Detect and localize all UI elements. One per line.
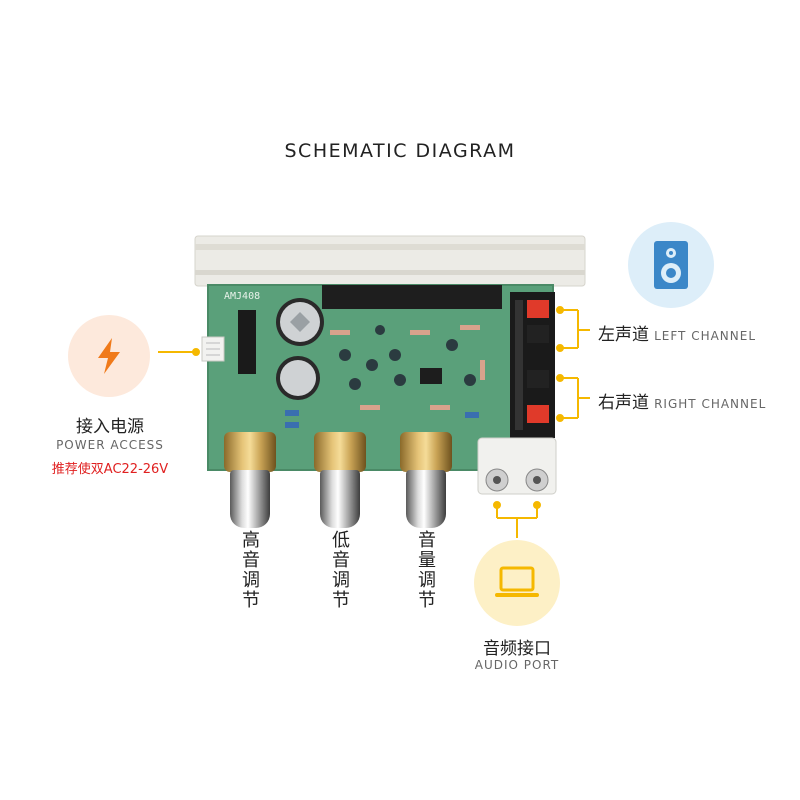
lightning-icon	[98, 338, 120, 374]
volume-potentiometer	[400, 432, 452, 472]
board-silk-label: AMJ408	[224, 291, 261, 302]
amplifier-chip	[322, 285, 502, 309]
right-channel-cn: 右声道	[598, 393, 649, 413]
audio-port-en: AUDIO PORT	[474, 658, 560, 672]
bass-label: 低音调节	[329, 530, 350, 610]
power-voltage-note: 推荐使双AC22-26V	[51, 462, 169, 477]
speaker-icon	[654, 241, 688, 289]
speaker-icon-badge	[628, 222, 714, 308]
right-channel-en: RIGHT CHANNEL	[654, 397, 767, 411]
diagram-title: SCHEMATIC DIAGRAM	[284, 140, 516, 162]
audio-port-icon-badge	[474, 540, 560, 626]
power-label-cn: 接入电源	[76, 417, 144, 437]
power-label-en: POWER ACCESS	[56, 438, 164, 452]
volume-label: 音量调节	[415, 530, 436, 610]
left-channel-en: LEFT CHANNEL	[654, 329, 757, 343]
laptop-icon	[495, 566, 539, 597]
power-icon-badge	[68, 315, 150, 397]
audio-port-cn: 音频接口	[483, 639, 551, 659]
treble-knob[interactable]	[230, 470, 270, 528]
left-channel-label: 左声道 LEFT CHANNEL	[598, 320, 756, 345]
left-channel-cn: 左声道	[598, 325, 649, 345]
right-channel-label: 右声道 RIGHT CHANNEL	[598, 388, 766, 413]
bass-knob[interactable]	[320, 470, 360, 528]
op-amp-chip	[420, 368, 442, 384]
treble-label: 高音调节	[239, 530, 260, 610]
bass-potentiometer	[314, 432, 366, 472]
volume-knob[interactable]	[406, 470, 446, 528]
treble-potentiometer	[224, 432, 276, 472]
